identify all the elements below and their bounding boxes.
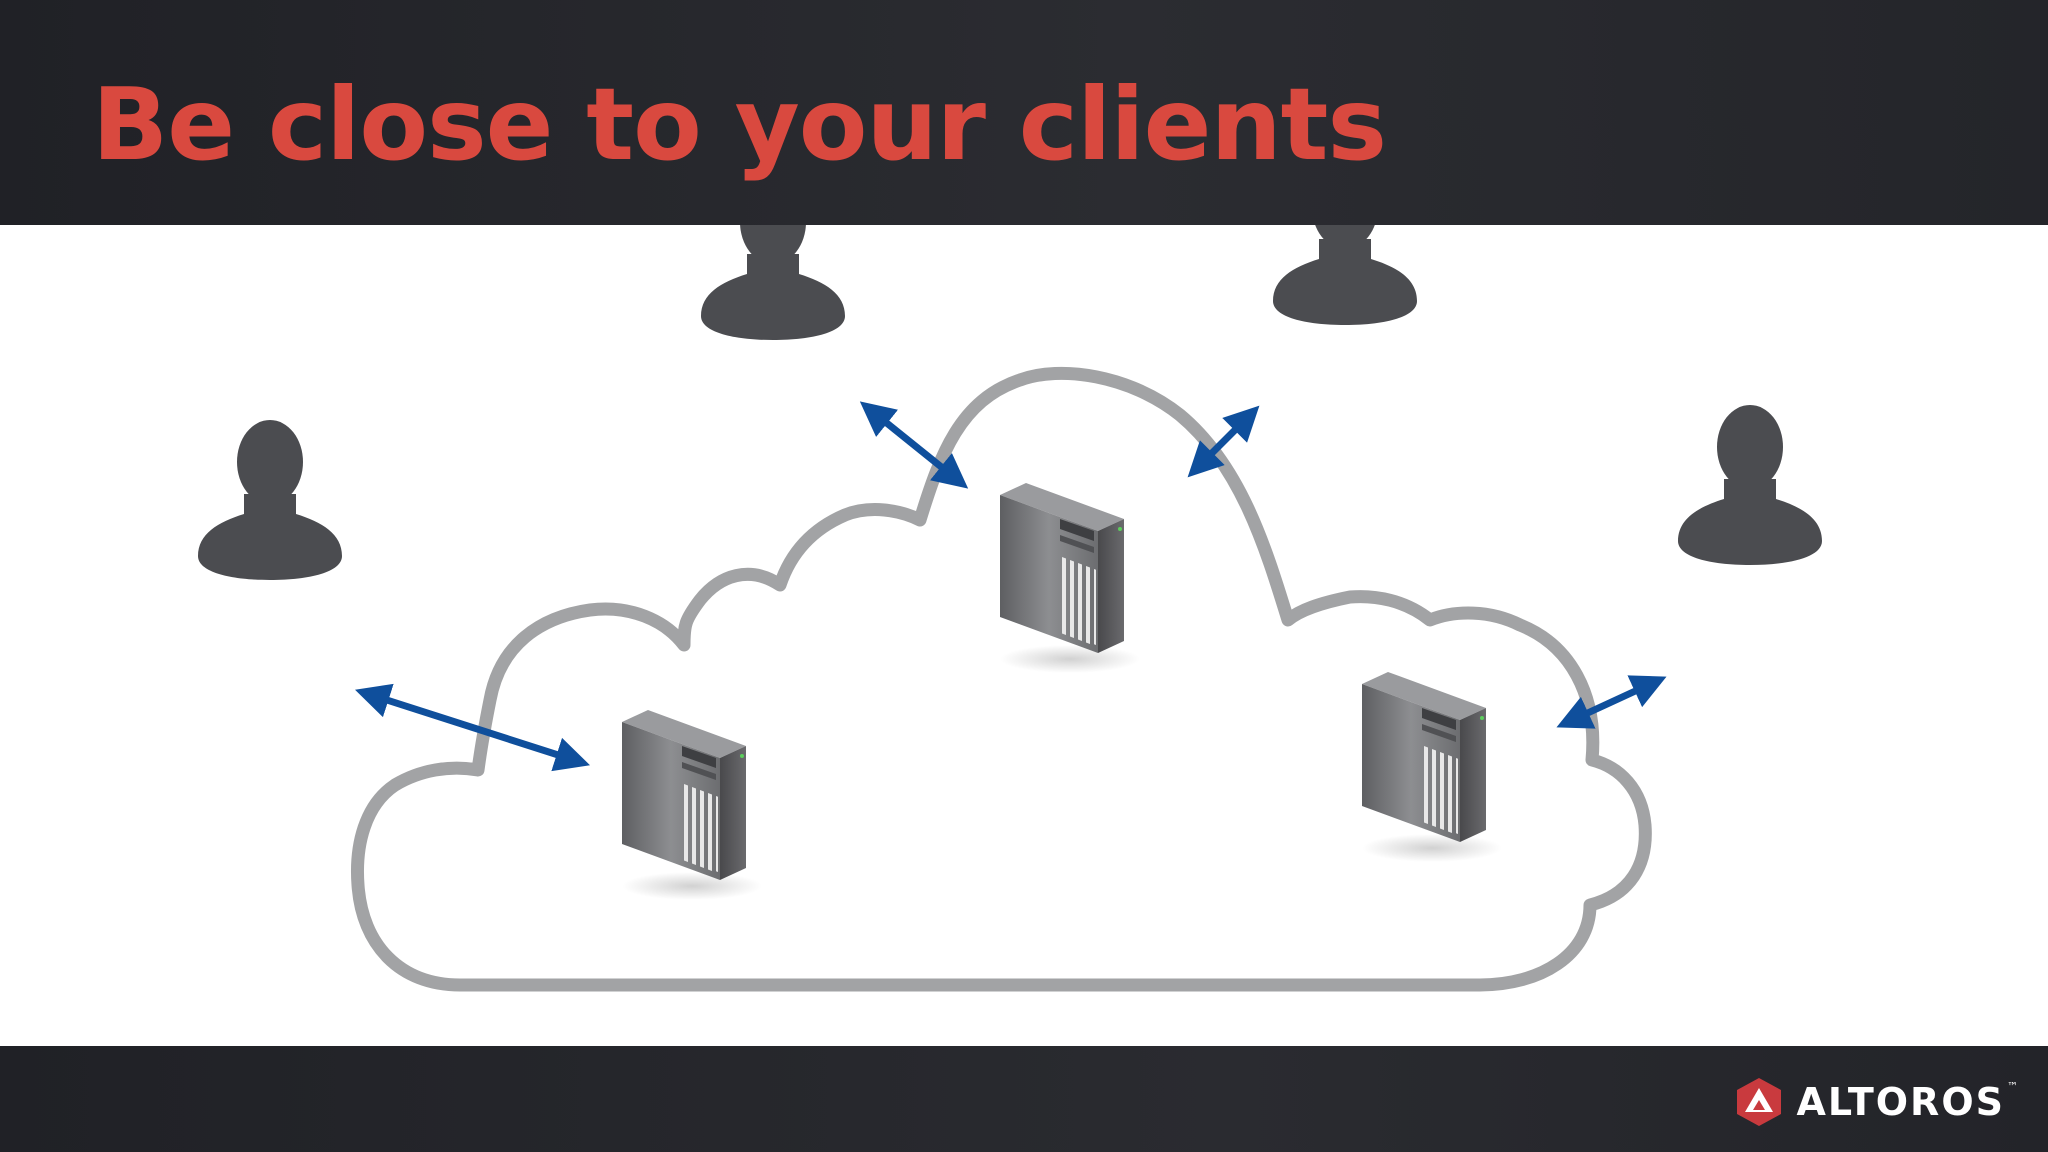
altoros-logo: ALTOROS ™ xyxy=(1733,1074,2018,1130)
arrow-user-left-to-server-left xyxy=(355,683,590,772)
diagram-area xyxy=(0,225,2048,1046)
arrow-user-top-right-to-server-center xyxy=(1187,405,1260,478)
slide-header: Be close to your clients xyxy=(0,0,2048,225)
user-icon xyxy=(1678,405,1822,565)
arrow-user-right-to-server-right xyxy=(1556,675,1667,729)
altoros-logo-trademark: ™ xyxy=(2007,1080,2018,1093)
cloud-shape xyxy=(359,309,1644,987)
altoros-logo-icon xyxy=(1736,1078,1781,1126)
slide-footer: ALTOROS ™ xyxy=(0,1046,2048,1152)
altoros-logo-text: ALTOROS xyxy=(1796,1080,2005,1124)
arrow-user-top-left-to-server-center xyxy=(859,401,969,489)
user-icon xyxy=(198,420,342,580)
slide-title: Be close to your clients xyxy=(92,66,1387,183)
user-icon xyxy=(1273,225,1417,325)
cloud-diagram xyxy=(198,225,1822,992)
user-icon xyxy=(701,225,845,340)
